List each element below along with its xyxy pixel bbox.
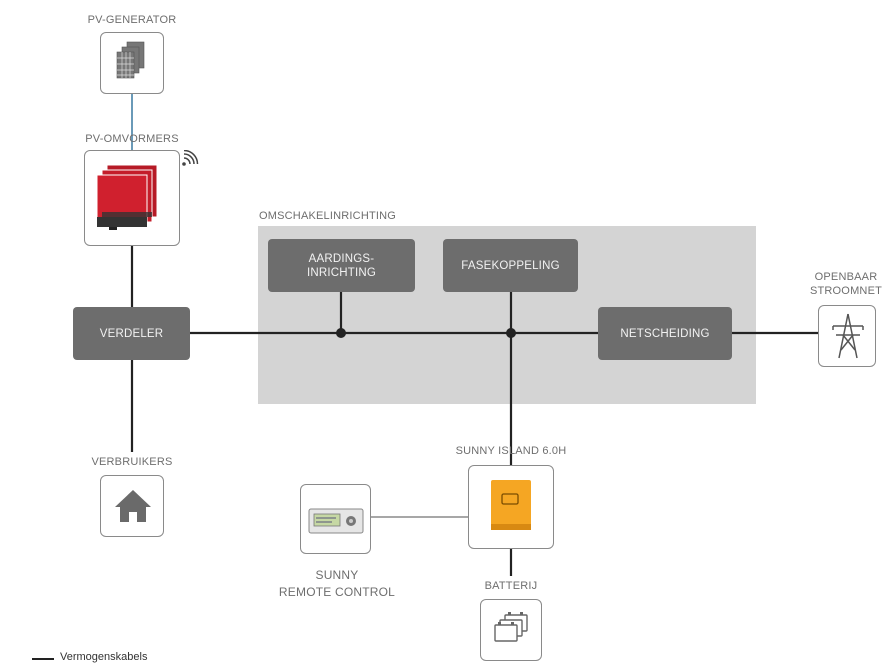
public-grid-label: OPENBAAR STROOMNET [800,270,892,298]
distributor-box[interactable]: VERDELER [73,307,190,360]
earthing-label-line1: AARDINGS- [308,252,375,265]
earthing-device-box[interactable]: AARDINGS- INRICHTING [268,239,415,292]
junction-dot [506,328,516,338]
remote-control-label: SUNNY REMOTE CONTROL [262,567,412,601]
wifi-icon [182,150,199,166]
battery-tile[interactable] [480,599,542,661]
grid-separation-label: NETSCHEIDING [620,327,710,340]
pv-generator-label: PV-GENERATOR [87,14,177,26]
grid-separation-box[interactable]: NETSCHEIDING [598,307,732,360]
phase-coupling-box[interactable]: FASEKOPPELING [443,239,578,292]
consumers-tile[interactable] [100,475,164,537]
phase-coupling-label: FASEKOPPELING [461,259,560,272]
inverter-icon [96,164,158,230]
consumers-label: VERBRUIKERS [91,456,173,468]
house-icon [115,490,151,522]
public-grid-label-line1: OPENBAAR [814,271,878,283]
junction-dot [336,328,346,338]
public-grid-tile[interactable] [818,305,876,367]
remote-label-line2: REMOTE CONTROL [278,585,396,599]
island-inverter-icon [491,480,531,530]
pv-inverters-tile[interactable] [84,150,180,246]
pylon-icon [832,313,864,359]
legend-power-cables: Vermogenskabels [60,651,148,663]
sunny-island-tile[interactable] [468,465,554,549]
legend-power-cable-swatch [32,658,54,660]
earthing-label-line2: INRICHTING [306,266,377,279]
solar-panel-icon [116,41,145,79]
switching-device-label: OMSCHAKELINRICHTING [259,210,397,222]
distributor-label: VERDELER [99,327,164,340]
remote-control-icon [308,508,364,534]
public-grid-label-line2: STROOMNET [809,285,883,297]
remote-control-tile[interactable] [300,484,371,554]
pv-inverters-label: PV-OMVORMERS [85,133,179,145]
sunny-island-label: SUNNY ISLAND 6.0H [455,445,567,457]
battery-icon [494,612,528,642]
battery-label: BATTERIJ [484,580,538,592]
pv-generator-tile[interactable] [100,32,164,94]
remote-label-line1: SUNNY [315,568,359,582]
